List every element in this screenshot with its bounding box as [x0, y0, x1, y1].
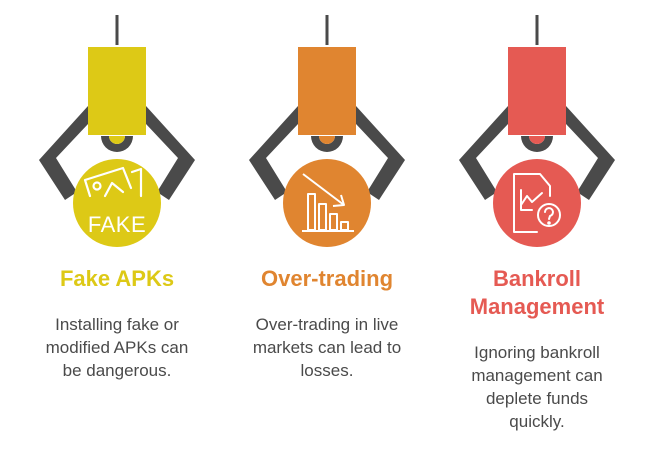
item-over-trading: Over-trading Over-trading in live market…	[227, 265, 427, 382]
item-description-line: Ignoring bankroll	[474, 343, 600, 362]
claw-body-orange	[298, 47, 356, 135]
fake-label: FAKE	[88, 212, 146, 237]
claw-body-yellow	[88, 47, 146, 135]
item-bankroll-management: Bankroll Management Ignoring bankroll ma…	[437, 265, 637, 433]
item-description-line: Over-trading in live	[255, 315, 399, 334]
item-title: Over-trading	[260, 266, 394, 291]
claw-fake-apks: FAKE	[37, 13, 197, 247]
item-description-line: management can	[471, 366, 603, 385]
item-title-line: Bankroll	[492, 266, 582, 291]
item-description-line: Installing fake or	[55, 315, 179, 334]
item-description-line: modified APKs can	[45, 338, 189, 357]
claw-over-trading	[247, 13, 407, 247]
item-title-line: Management	[469, 294, 605, 319]
icon-circle-orange	[283, 159, 371, 247]
item-description-line: deplete funds	[485, 389, 589, 408]
item-description-line: markets can lead to	[252, 338, 402, 357]
fake-image-icon	[83, 166, 143, 198]
report-question-icon	[513, 173, 561, 233]
claw-body-red	[508, 47, 566, 135]
item-title: Fake APKs	[59, 266, 175, 291]
item-description-line: quickly.	[509, 412, 565, 431]
icon-circle-red	[493, 159, 581, 247]
claw-bankroll	[457, 13, 617, 247]
item-description-line: be dangerous.	[62, 361, 172, 380]
declining-bar-chart-icon	[302, 173, 354, 232]
item-fake-apks: Fake APKs Installing fake or modified AP…	[17, 265, 217, 382]
icon-circle-yellow	[73, 159, 161, 247]
item-description-line: losses.	[300, 361, 354, 380]
